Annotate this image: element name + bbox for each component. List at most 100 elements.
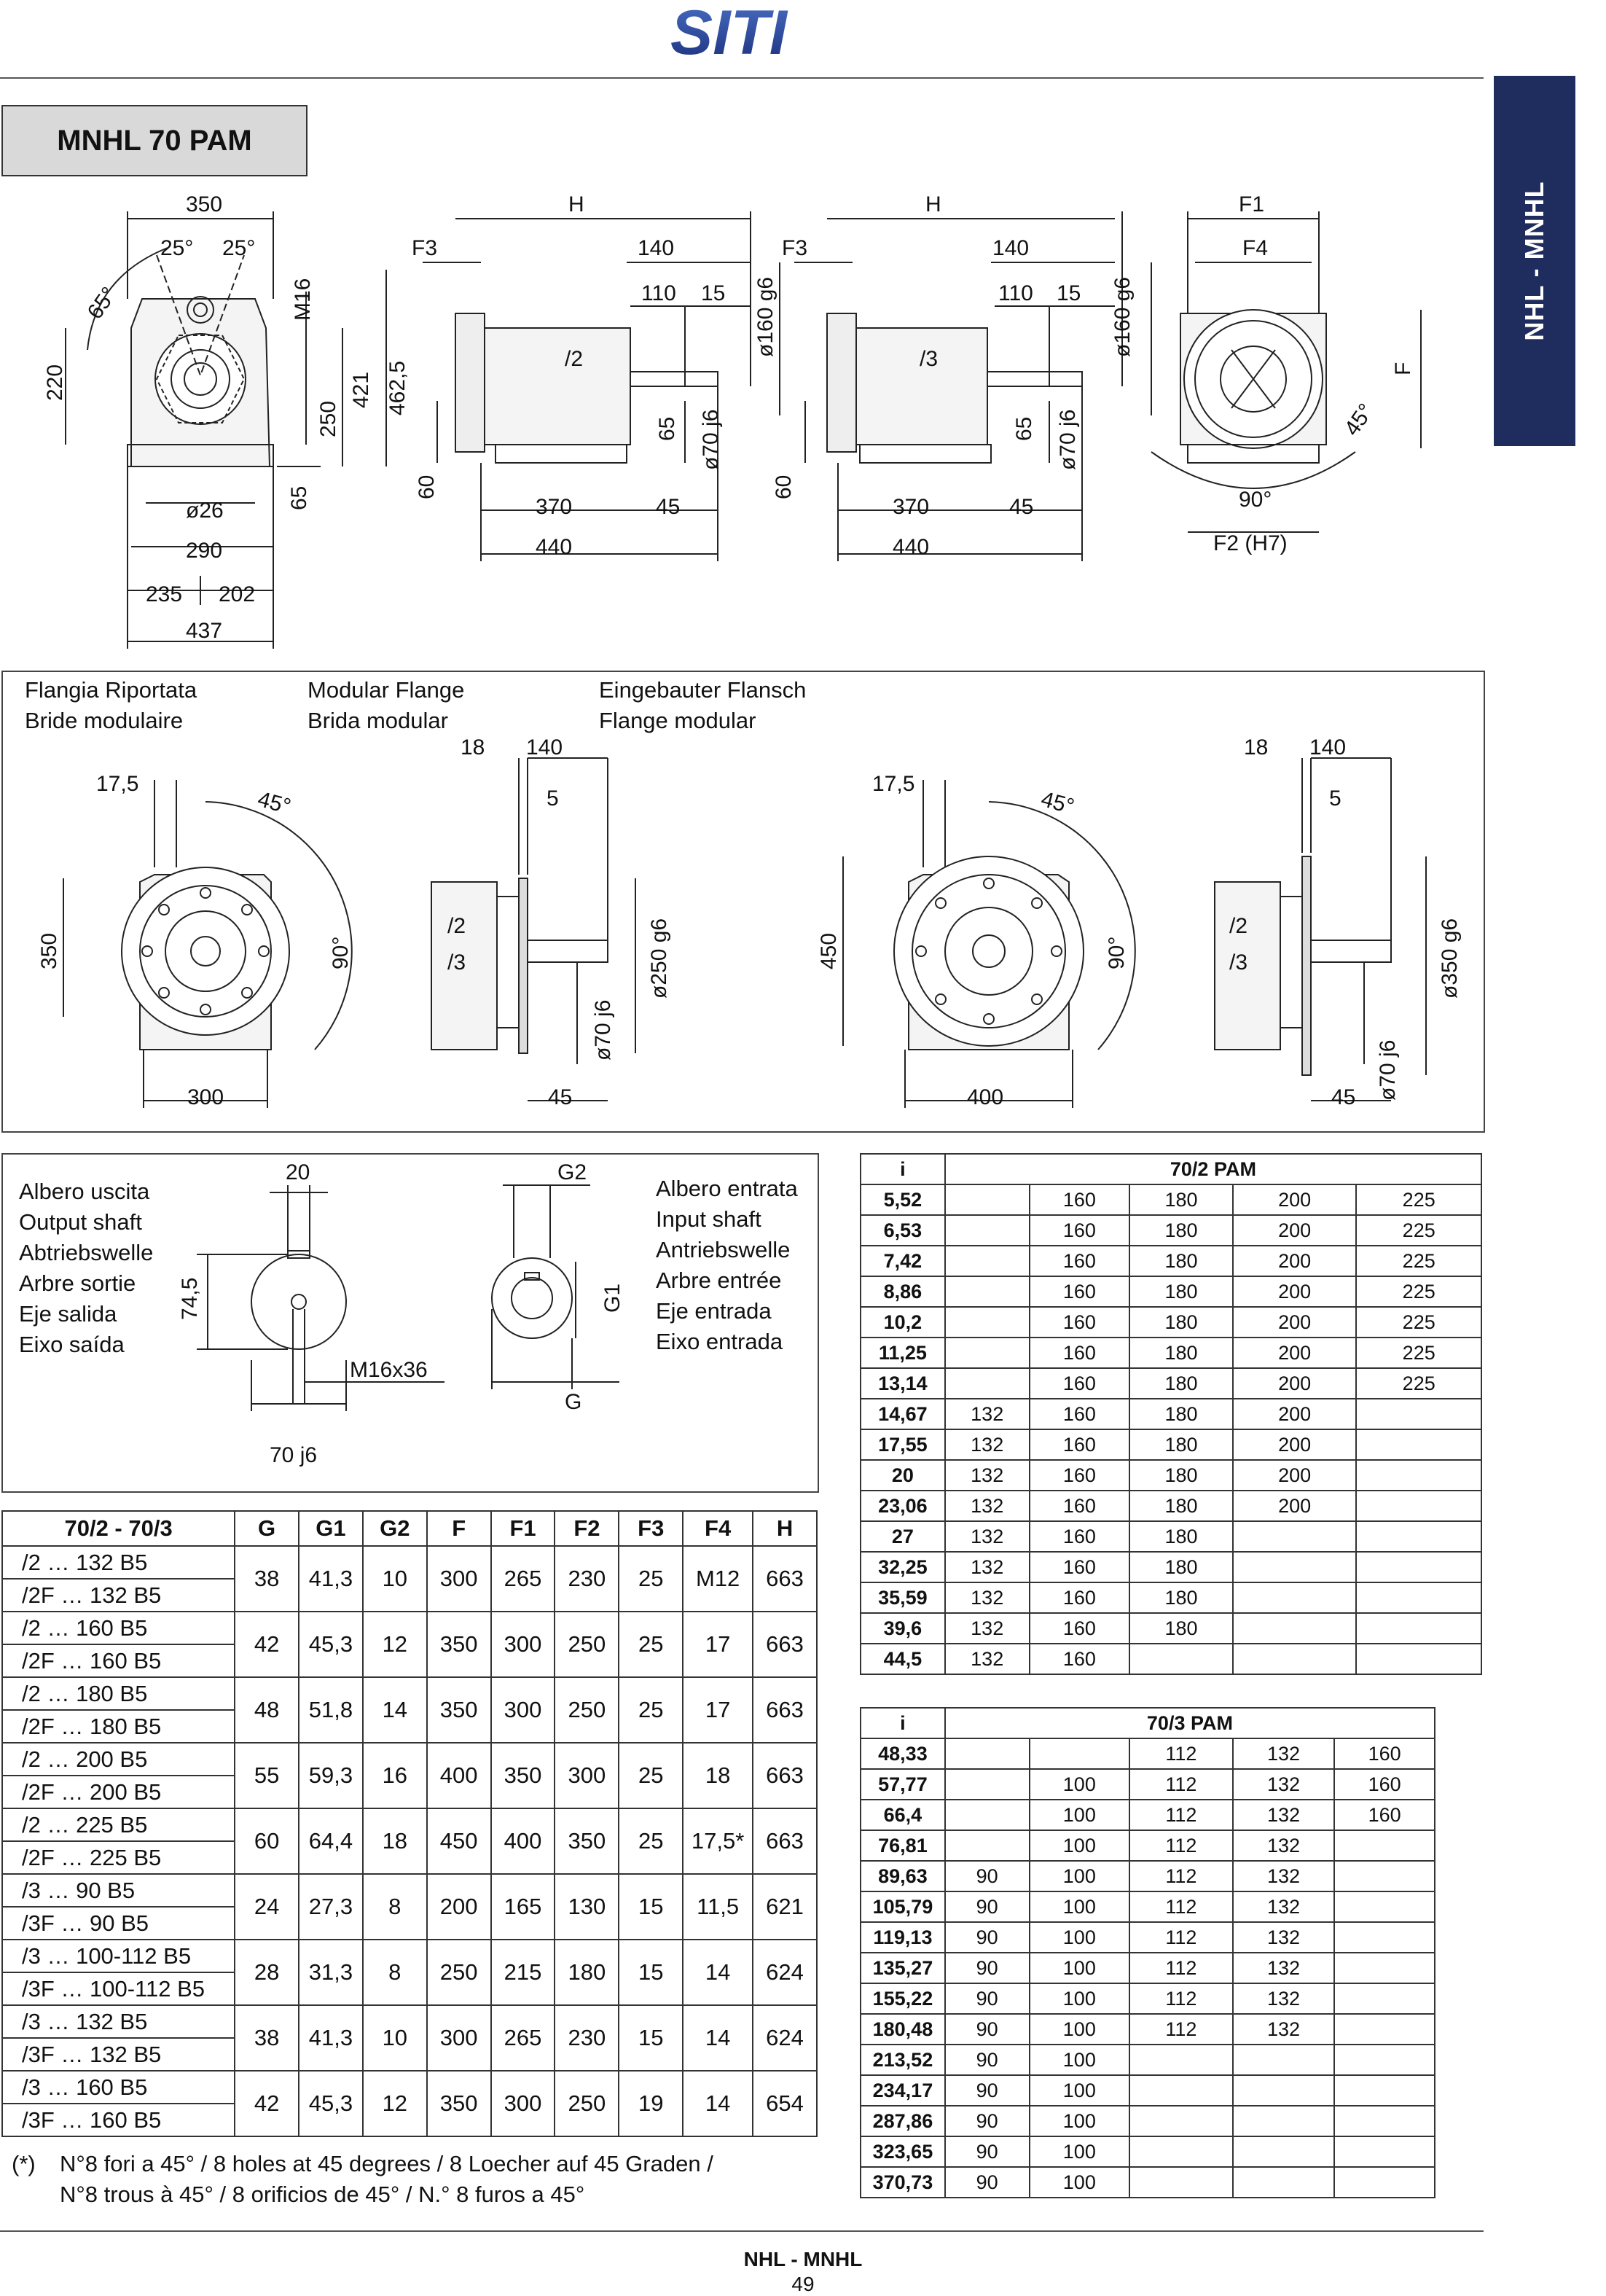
siti-logo: SITI bbox=[670, 1, 788, 58]
table-cell: 200 bbox=[426, 1873, 492, 1940]
table-cell bbox=[1333, 2074, 1435, 2106]
footnote-mark: (*) bbox=[12, 2151, 36, 2176]
footnote-line2: N°8 trous à 45° / 8 orificios de 45° / N… bbox=[60, 2182, 585, 2207]
col-header-model: 70/2 - 70/3 bbox=[1, 1510, 236, 1547]
flange-dim-175-l: 17,5 bbox=[96, 772, 138, 796]
table-cell: 100 bbox=[1028, 1860, 1131, 1892]
table-cell: 624 bbox=[752, 2004, 818, 2072]
ratio-value: 6,53 bbox=[860, 1214, 946, 1246]
shaft-drawing: 20 74,5 M16x36 70 j6 G2 G1 G bbox=[178, 1163, 624, 1467]
table-cell: 350 bbox=[426, 1611, 492, 1678]
table-cell: 90 bbox=[944, 1952, 1030, 1984]
flange-dim-18-n: 18 bbox=[1244, 735, 1268, 760]
dim-440-1: 440 bbox=[536, 535, 572, 559]
table-cell: 265 bbox=[490, 2004, 556, 2072]
table-cell: 160 bbox=[1028, 1643, 1131, 1675]
table-cell: 90 bbox=[944, 2136, 1030, 2168]
flange-title-en: Modular Flange bbox=[308, 677, 465, 703]
table-cell: 663 bbox=[752, 1676, 818, 1744]
ratio2-header-title: 70/2 PAM bbox=[944, 1153, 1483, 1185]
table-cell: 160 bbox=[1028, 1276, 1131, 1308]
flange-dim-140-n: 140 bbox=[1309, 735, 1346, 760]
dim-421: 421 bbox=[349, 372, 373, 408]
table-cell: 160 bbox=[1028, 1245, 1131, 1277]
table-cell: 90 bbox=[944, 2166, 1030, 2198]
ratio-value: 119,13 bbox=[860, 1921, 946, 1953]
table-cell: 27,3 bbox=[297, 1873, 364, 1940]
table-cell: 41,3 bbox=[297, 1545, 364, 1612]
table-cell bbox=[1355, 1612, 1482, 1644]
flange-dim-450-r: 450 bbox=[817, 933, 841, 969]
footer-rule bbox=[0, 2230, 1484, 2232]
shaft-dim-G: G bbox=[565, 1390, 581, 1414]
table-cell: 350 bbox=[426, 2070, 492, 2137]
table-cell bbox=[1333, 1860, 1435, 1892]
flange-dim-400-r: 400 bbox=[967, 1085, 1003, 1109]
table-cell: 663 bbox=[752, 1742, 818, 1809]
col-header-F4: F4 bbox=[682, 1510, 754, 1547]
table-cell: 250 bbox=[554, 1611, 620, 1678]
table-row: /2F … 200 B5 bbox=[1, 1775, 817, 1809]
table-cell bbox=[1355, 1398, 1482, 1430]
input-label-en: Input shaft bbox=[656, 1206, 761, 1232]
table-cell: 132 bbox=[1231, 1921, 1336, 1953]
dim-60-2: 60 bbox=[772, 475, 796, 499]
dim-45-angle: 45° bbox=[1340, 399, 1379, 440]
table-cell bbox=[944, 1830, 1030, 1862]
table-cell: 132 bbox=[1231, 1891, 1336, 1923]
input-label-fr: Arbre entrée bbox=[656, 1268, 782, 1293]
logo-text: SITI bbox=[670, 1, 788, 58]
ratio-value: 13,14 bbox=[860, 1367, 946, 1399]
footer-series: NHL - MNHL bbox=[743, 2248, 863, 2270]
table-cell: 160 bbox=[1333, 1799, 1435, 1831]
ratio-value: 35,59 bbox=[860, 1582, 946, 1614]
table-cell: 112 bbox=[1129, 1983, 1234, 2015]
dim-110-2: 110 bbox=[998, 281, 1033, 305]
ratio-value: 11,25 bbox=[860, 1337, 946, 1369]
table-cell: 225 bbox=[1355, 1367, 1482, 1399]
table-cell: 11,5 bbox=[682, 1873, 754, 1940]
input-label-it: Albero entrata bbox=[656, 1176, 798, 1201]
dim-ratio-3: /3 bbox=[920, 347, 938, 371]
row-label: /2F … 200 B5 bbox=[1, 1775, 236, 1809]
table-cell: 112 bbox=[1129, 1768, 1234, 1800]
dim-15-1: 15 bbox=[701, 281, 725, 305]
table-cell: 90 bbox=[944, 2013, 1030, 2045]
row-label: /3 … 90 B5 bbox=[1, 1873, 236, 1908]
table-cell bbox=[1231, 1520, 1358, 1553]
flange-dim-140-m: 140 bbox=[526, 735, 563, 760]
ratio-value: 213,52 bbox=[860, 2044, 946, 2076]
table-cell bbox=[944, 1276, 1030, 1308]
table-cell: 112 bbox=[1129, 1799, 1234, 1831]
flange-dim-350-l: 350 bbox=[37, 933, 61, 969]
table-cell: 225 bbox=[1355, 1184, 1482, 1216]
table-cell: 17,5* bbox=[682, 1808, 754, 1875]
dim-462: 462,5 bbox=[385, 361, 410, 415]
row-label: /2 … 180 B5 bbox=[1, 1676, 236, 1711]
dim-110-1: 110 bbox=[641, 281, 676, 305]
table-cell: 25 bbox=[618, 1611, 684, 1678]
row-label: /3 … 132 B5 bbox=[1, 2004, 236, 2039]
table-row: /2F … 180 B5 bbox=[1, 1709, 817, 1744]
dim-d160-2: ø160 g6 bbox=[1111, 277, 1135, 357]
table-cell: 15 bbox=[618, 1939, 684, 2006]
table-cell: 132 bbox=[1231, 1799, 1336, 1831]
dim-65-2: 65 bbox=[1012, 417, 1036, 441]
table-cell: 90 bbox=[944, 1891, 1030, 1923]
dim-140-1: 140 bbox=[638, 236, 674, 260]
table-cell: 100 bbox=[1028, 2013, 1131, 2045]
